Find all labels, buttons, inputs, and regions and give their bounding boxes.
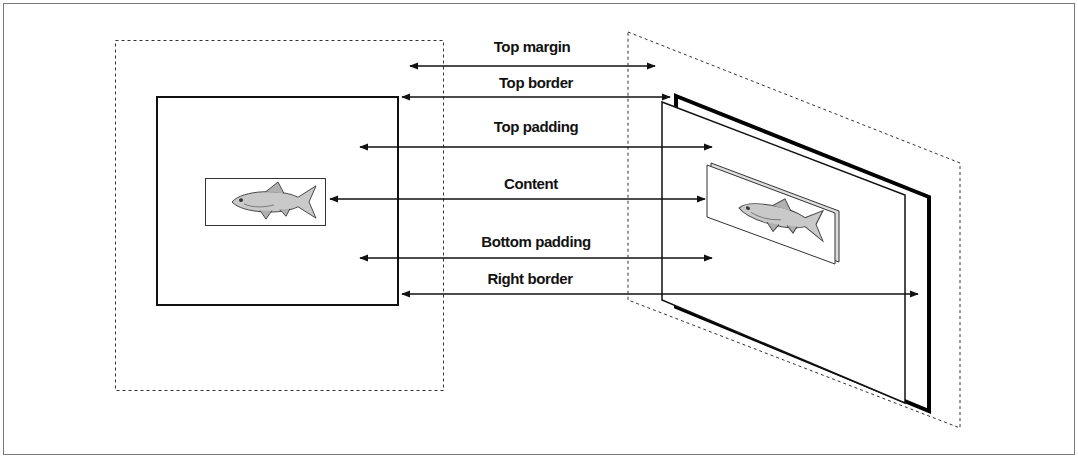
double-arrow — [360, 257, 712, 258]
dimension-label: Right border — [484, 270, 577, 288]
arrow-group — [330, 66, 918, 294]
outer-frame — [4, 4, 1075, 455]
dimension-label: Top border — [495, 74, 577, 92]
double-arrow — [360, 146, 712, 147]
double-arrow — [410, 65, 655, 66]
border-box — [157, 97, 398, 305]
fish-illustration — [739, 189, 823, 242]
double-arrow — [402, 293, 918, 294]
dimension-label: Bottom padding — [478, 233, 595, 251]
margin-plane — [628, 32, 960, 428]
double-arrow — [402, 96, 670, 97]
dimension-label: Top margin — [490, 38, 575, 56]
content-box — [206, 179, 326, 226]
margin-edge — [116, 41, 444, 391]
dimension-label: Content — [500, 175, 562, 193]
fish-illustration — [232, 182, 316, 219]
content-plane — [707, 165, 835, 264]
double-arrow — [330, 198, 705, 199]
dimension-label: Top padding — [490, 118, 582, 136]
